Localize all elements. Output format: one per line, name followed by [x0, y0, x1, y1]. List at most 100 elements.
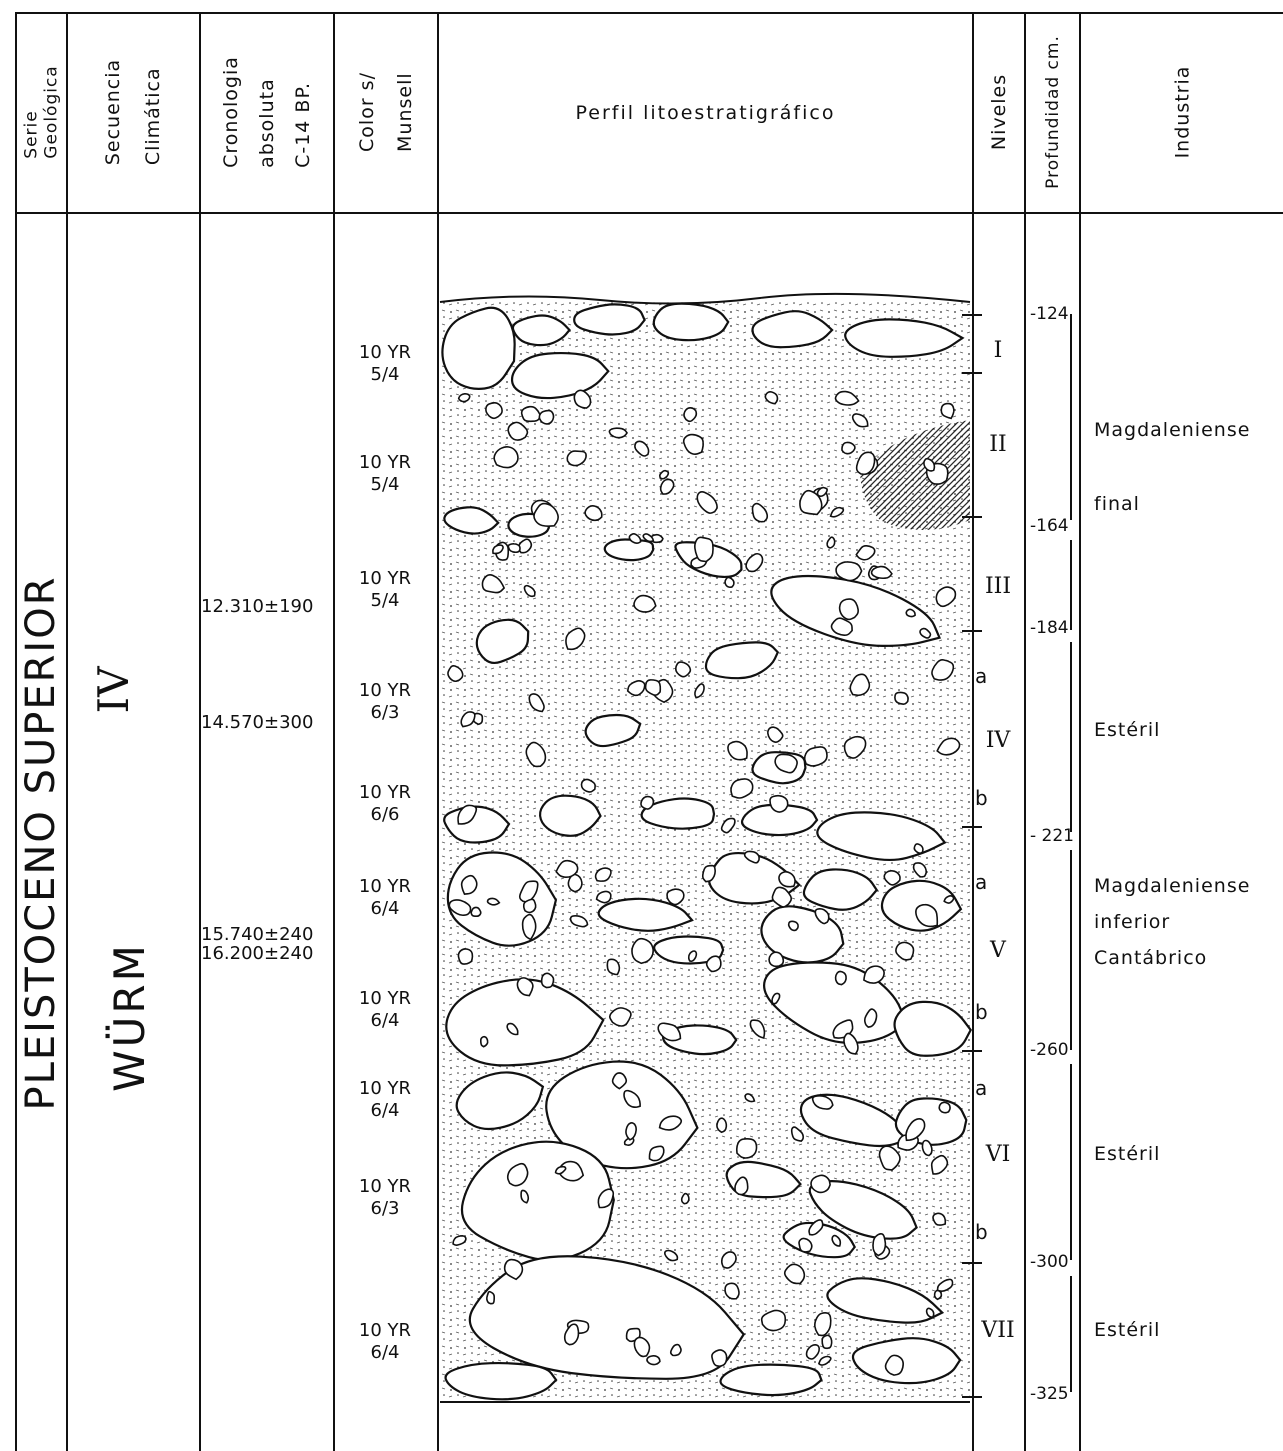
nivel-II: II — [974, 432, 1022, 457]
pebble-16 — [725, 1283, 739, 1299]
nivel-tick-2 — [962, 372, 982, 374]
pebble-134 — [481, 1037, 488, 1047]
depth-bracket-4 — [1070, 850, 1072, 1050]
pebble-7 — [737, 1139, 757, 1158]
pebble-177 — [486, 403, 502, 419]
industria-magd-inf-line2: inferior — [1094, 904, 1250, 940]
pebble-45 — [836, 562, 862, 581]
depth-bracket-1 — [1070, 314, 1072, 520]
pebble-164 — [717, 1118, 726, 1132]
nivel-III: III — [974, 574, 1022, 599]
pebble-43 — [933, 1213, 945, 1225]
depth-bracket-2 — [1070, 540, 1072, 630]
depth-221: - 221 — [1030, 826, 1074, 846]
industria-esteril-2: Estéril — [1094, 1136, 1160, 1172]
nivel-VII: VII — [974, 1318, 1022, 1343]
pebble-112 — [811, 1175, 830, 1192]
subnivel-V-a: a — [975, 870, 987, 894]
pebble-148 — [895, 692, 908, 704]
pebble-98 — [581, 779, 595, 792]
pebble-174 — [524, 899, 536, 912]
nivel-VI: VI — [974, 1142, 1022, 1167]
nivel-tick-5 — [962, 826, 982, 828]
depth-124: -124 — [1030, 304, 1069, 324]
pebble-175 — [769, 952, 783, 966]
pebble-79 — [458, 949, 472, 964]
pebble-108 — [471, 907, 481, 916]
clast-42 — [721, 1365, 822, 1395]
pebble-169 — [607, 959, 619, 974]
depth-300: -300 — [1030, 1252, 1069, 1272]
depth-bracket-5 — [1070, 1064, 1072, 1260]
pebble-33 — [805, 747, 827, 766]
pebble-62 — [521, 1190, 528, 1202]
pebble-114 — [596, 868, 611, 881]
industria-magd-final-line1: Magdaleniense — [1094, 412, 1250, 448]
pebble-118 — [539, 411, 553, 424]
pebble-128 — [542, 973, 554, 987]
pebble-14 — [842, 442, 855, 453]
nivel-tick-1 — [962, 314, 982, 316]
pebble-122 — [695, 537, 713, 561]
industria-esteril-3: Estéril — [1094, 1312, 1160, 1348]
depth-184: -184 — [1030, 618, 1069, 638]
subnivel-IV-a: a — [975, 664, 987, 688]
clast-3 — [574, 304, 644, 334]
pebble-49 — [815, 1313, 831, 1336]
nivel-I: I — [974, 338, 1022, 363]
pebble-32 — [487, 1292, 494, 1304]
pebble-8 — [927, 1308, 934, 1317]
pebble-86 — [914, 844, 923, 853]
pebble-66 — [725, 577, 734, 587]
pebble-6 — [462, 876, 477, 894]
industria-magdaleniense-final: Magdaleniense final — [1094, 412, 1250, 522]
depth-325: -325 — [1030, 1384, 1069, 1404]
depth-bracket-6 — [1070, 1276, 1072, 1392]
industria-magd-inf-line3: Cantábrico — [1094, 940, 1250, 976]
pebble-29 — [494, 447, 518, 468]
depth-bracket-3 — [1070, 642, 1072, 832]
pebble-120 — [873, 1234, 885, 1256]
pebble-72 — [647, 1356, 660, 1365]
pebble-178 — [840, 599, 859, 619]
pebble-152 — [676, 662, 691, 677]
pebble-64 — [836, 971, 847, 984]
pebble-127 — [682, 1194, 689, 1204]
pebble-60 — [779, 872, 795, 887]
pebble-159 — [799, 1238, 812, 1251]
clast-10 — [605, 540, 653, 561]
pebble-147 — [632, 939, 653, 964]
pebble-42 — [508, 544, 520, 552]
industria-magdaleniense-inferior: Magdaleniense inferior Cantábrico — [1094, 868, 1250, 976]
pebble-84 — [770, 796, 788, 812]
subnivel-VI-b: b — [975, 1220, 988, 1244]
pebble-63 — [585, 506, 602, 521]
subnivel-V-b: b — [975, 1000, 988, 1024]
nivel-IV: IV — [974, 728, 1022, 753]
pebble-90 — [641, 797, 653, 809]
pebble-161 — [712, 1350, 727, 1366]
pebble-5 — [459, 394, 470, 402]
subnivel-IV-b: b — [975, 786, 988, 810]
industria-esteril-1: Estéril — [1094, 712, 1160, 748]
depth-260: -260 — [1030, 1040, 1069, 1060]
pebble-170 — [707, 956, 721, 971]
industria-magd-inf-line1: Magdaleniense — [1094, 868, 1250, 904]
pebble-130 — [939, 1102, 950, 1112]
nivel-tick-4 — [962, 630, 982, 632]
pebble-15 — [789, 921, 798, 930]
nivel-tick-3 — [962, 516, 982, 518]
depth-164: -164 — [1030, 516, 1069, 536]
pebble-117 — [822, 1335, 832, 1348]
pebble-88 — [609, 428, 627, 437]
subnivel-VI-a: a — [975, 1076, 987, 1100]
nivel-tick-7 — [962, 1262, 982, 1264]
nivel-tick-8 — [962, 1396, 982, 1398]
nivel-V: V — [974, 938, 1022, 963]
pebble-180 — [610, 1008, 631, 1026]
pebble-55 — [906, 609, 915, 616]
nivel-tick-6 — [962, 1050, 982, 1052]
industria-magd-final-line2: final — [1094, 486, 1250, 522]
